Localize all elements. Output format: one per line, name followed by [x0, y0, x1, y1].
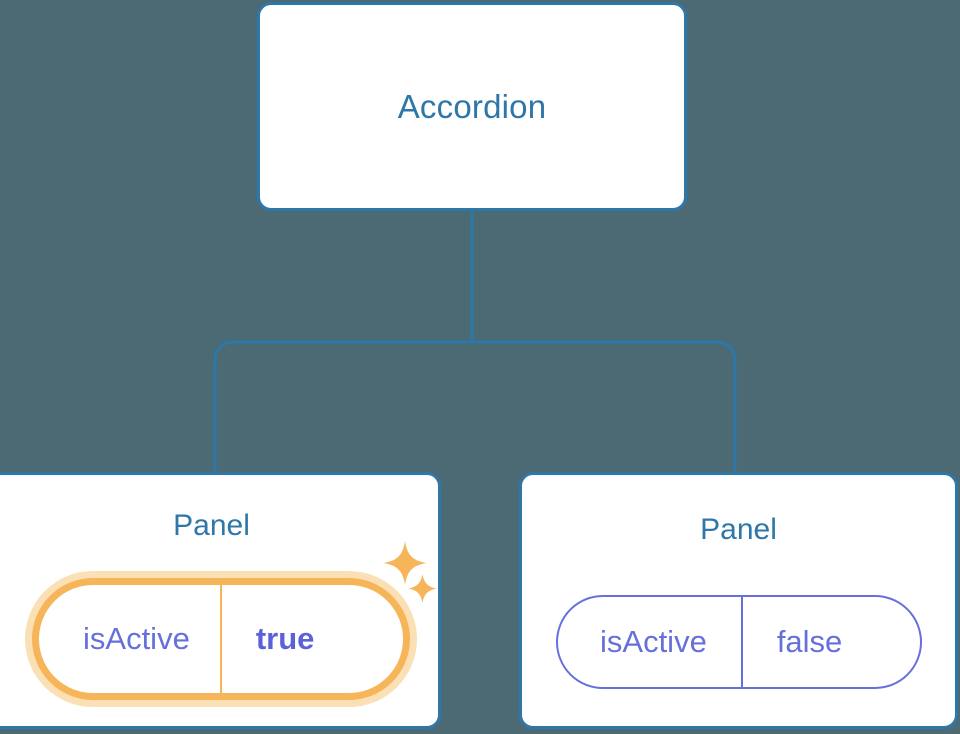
connector-bus-to-right-panel	[472, 340, 737, 474]
node-panel-inactive-label: Panel	[700, 513, 777, 546]
prop-value: false	[740, 597, 884, 687]
prop-key: isActive	[600, 624, 707, 659]
prop-pill-isactive-false-wrapper: isActive false	[556, 595, 922, 689]
prop-pill-isactive-true[interactable]: isActive true	[32, 578, 410, 700]
node-panel-active-label: Panel	[173, 509, 250, 542]
prop-pill-isactive-true-wrapper: isActive true	[32, 578, 410, 700]
prop-pill-isactive-false[interactable]: isActive false	[556, 595, 922, 689]
prop-value: true	[219, 585, 363, 693]
node-accordion[interactable]: Accordion	[257, 2, 687, 211]
node-accordion-label: Accordion	[397, 88, 547, 125]
connector-bus-to-left-panel	[213, 340, 472, 474]
prop-key: isActive	[83, 621, 190, 656]
